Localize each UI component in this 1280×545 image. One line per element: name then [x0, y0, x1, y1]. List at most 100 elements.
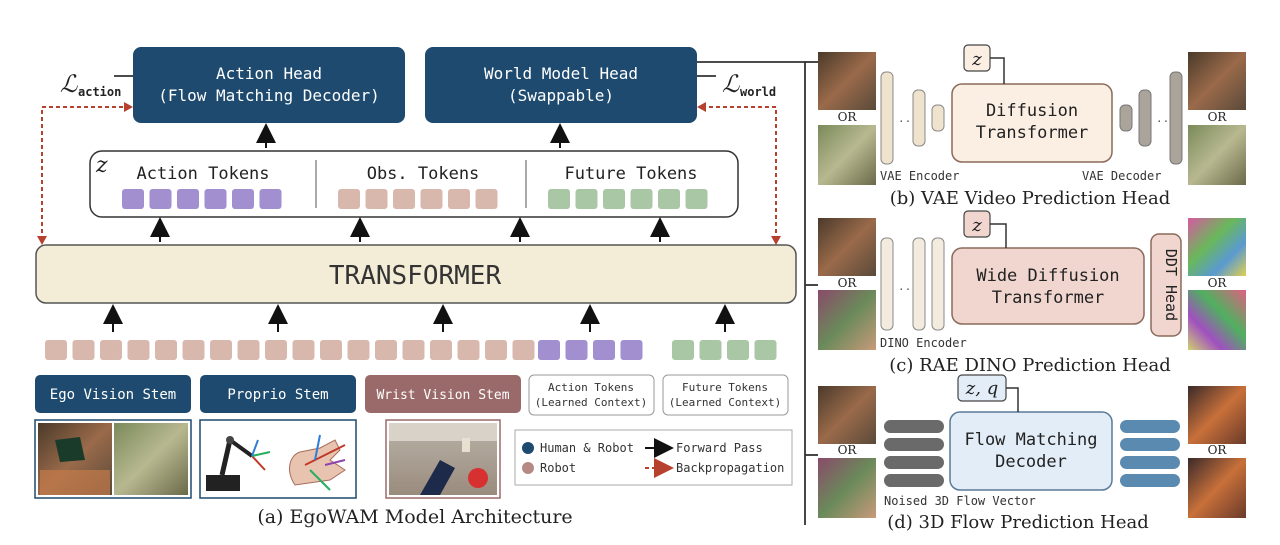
svg-text:(Flow Matching Decoder): (Flow Matching Decoder)	[158, 86, 380, 105]
panel-b-output-bottom	[1188, 125, 1246, 185]
svg-text:world: world	[740, 85, 776, 99]
token-row-top	[122, 189, 708, 209]
obs-token	[365, 189, 388, 209]
input-future-token	[754, 340, 777, 360]
panel-c-output-top	[1188, 218, 1246, 276]
svg-text:Decoder: Decoder	[995, 452, 1067, 472]
svg-text:(Learned Context): (Learned Context)	[669, 396, 782, 409]
obs-token	[448, 189, 470, 209]
robot-arm-icon	[206, 436, 271, 491]
input-action-token	[565, 340, 588, 360]
input-obs-token	[320, 340, 342, 360]
flow-matching-decoder-box	[949, 411, 1113, 491]
input-future-token	[727, 340, 749, 360]
diffusion-transformer-box	[951, 83, 1113, 163]
noised-vector-pill	[884, 474, 944, 487]
svg-text:Flow Matching: Flow Matching	[964, 430, 1097, 450]
svg-text:DDT Head: DDT Head	[1162, 249, 1180, 321]
output-vector-pill	[1120, 420, 1180, 433]
proprio-stem: Proprio Stem	[200, 375, 356, 413]
input-obs-token	[375, 340, 397, 360]
obs-token	[393, 189, 415, 209]
caption-b: (b) VAE Video Prediction Head	[890, 188, 1171, 209]
input-action-token	[593, 340, 615, 360]
future-tokens-learned-context: Future Tokens (Learned Context)	[662, 374, 789, 416]
action-token	[177, 189, 199, 209]
svg-text:OR: OR	[838, 443, 858, 457]
panel-b-output-top	[1188, 52, 1246, 110]
svg-text:OR: OR	[1208, 276, 1228, 290]
predicted-flow-vectors	[1120, 420, 1180, 487]
input-obs-token	[430, 340, 452, 360]
action-token	[232, 189, 254, 209]
input-action-token	[538, 340, 560, 360]
panel-d-output-top	[1188, 386, 1246, 444]
future-token	[685, 189, 708, 209]
input-obs-token	[512, 340, 535, 360]
noised-vector-label: Noised 3D Flow Vector	[884, 494, 1036, 508]
action-token	[149, 189, 172, 209]
input-obs-token	[402, 340, 425, 360]
caption-c: (c) RAE DINO Prediction Head	[889, 355, 1171, 376]
panel-c-output-bottom	[1188, 290, 1246, 350]
human-robot-dot	[522, 442, 534, 454]
legend-forward: Forward Pass	[676, 441, 763, 455]
input-obs-token	[127, 340, 150, 360]
future-token	[603, 189, 625, 209]
input-obs-token	[45, 340, 67, 360]
obs-token	[338, 189, 360, 209]
action-tokens-label: Action Tokens	[136, 164, 269, 184]
input-obs-token	[72, 340, 95, 360]
svg-text:Wide Diffusion: Wide Diffusion	[976, 266, 1119, 286]
svg-text:Action Tokens: Action Tokens	[548, 381, 634, 394]
caption-d: (d) 3D Flow Prediction Head	[887, 512, 1149, 533]
svg-text:Wrist Vision Stem: Wrist Vision Stem	[376, 388, 509, 403]
input-obs-token	[100, 340, 122, 360]
svg-text:Diffusion: Diffusion	[986, 101, 1078, 121]
action-token	[204, 189, 227, 209]
loss-world-label: ℒ world	[722, 70, 776, 99]
panel-b: OR ... VAE Encoder Diffusion Transformer…	[818, 44, 1246, 209]
backprop-arrow-right	[697, 102, 781, 245]
ego-vision-stem: Ego Vision Stem	[35, 375, 191, 413]
svg-text:TRANSFORMER: TRANSFORMER	[329, 261, 502, 291]
svg-text:Action Head: Action Head	[216, 64, 322, 83]
input-obs-token	[292, 340, 315, 360]
input-obs-token	[457, 340, 480, 360]
svg-text:Future Tokens: Future Tokens	[682, 381, 768, 394]
panel-d-output-bottom	[1188, 458, 1246, 518]
backprop-arrow-left	[37, 102, 133, 245]
action-tokens-learned-context: Action Tokens (Learned Context)	[528, 374, 655, 416]
vae-decoder-label: VAE Decoder	[1082, 169, 1161, 183]
panel-b-input-bottom	[818, 125, 876, 185]
obs-token	[475, 189, 498, 209]
world-model-head-box: World Model Head (Swappable)	[425, 47, 697, 123]
wide-diffusion-transformer-box	[951, 247, 1145, 325]
input-action-token	[620, 340, 643, 360]
panel-b-input-top	[818, 52, 876, 110]
transformer-input-arrows	[103, 304, 735, 332]
future-tokens-label: Future Tokens	[564, 164, 697, 184]
caption-a: (a) EgoWAM Model Architecture	[257, 506, 572, 528]
panel-d-input-top	[818, 386, 876, 444]
output-vector-pill	[1120, 438, 1180, 451]
obs-tokens-label: Obs. Tokens	[367, 164, 480, 184]
svg-text:action: action	[78, 85, 121, 99]
ddt-head-box	[1150, 233, 1182, 337]
z-symbol: z	[95, 153, 108, 178]
action-token	[259, 189, 282, 209]
input-obs-token	[237, 340, 260, 360]
svg-text:Transformer: Transformer	[992, 288, 1105, 308]
noised-vector-pill	[884, 456, 944, 469]
obs-token	[420, 189, 443, 209]
panel-c-input-top	[818, 218, 876, 276]
svg-text:ℒ: ℒ	[60, 70, 78, 98]
loss-action-label: ℒ action	[60, 70, 121, 99]
input-obs-token	[210, 340, 232, 360]
future-token	[548, 189, 570, 209]
input-future-token	[672, 340, 694, 360]
input-obs-token	[347, 340, 370, 360]
svg-text:(Swappable): (Swappable)	[508, 86, 614, 105]
wrist-vision-image	[385, 419, 501, 499]
